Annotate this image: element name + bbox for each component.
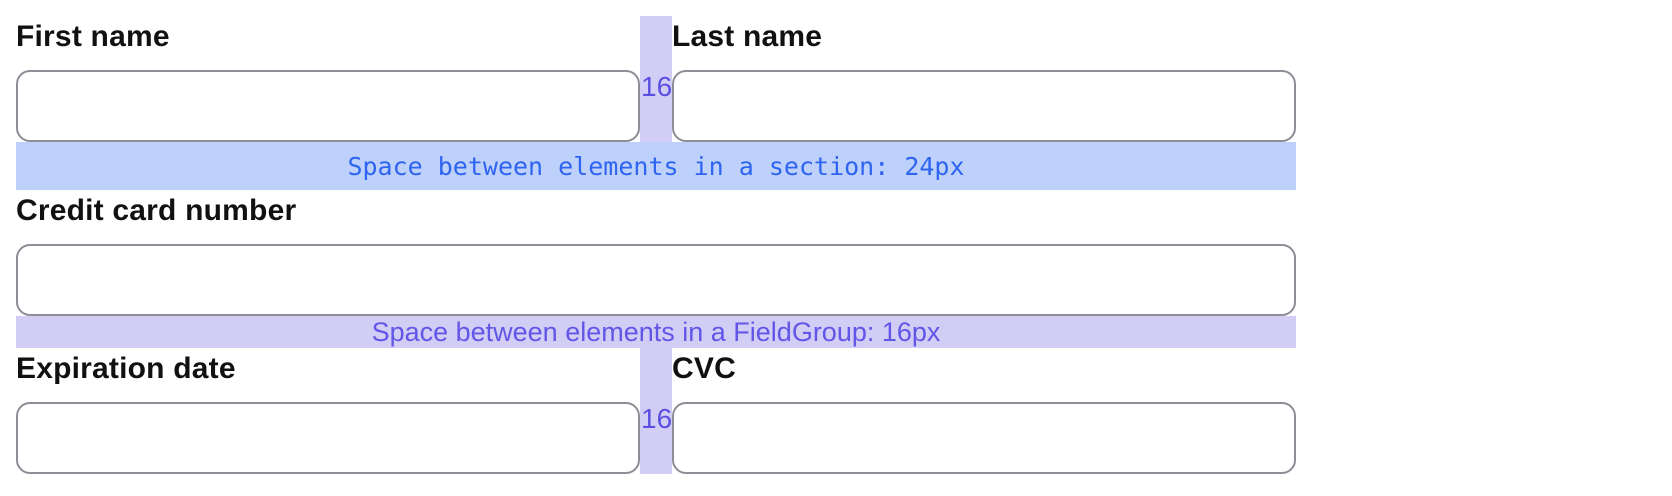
- column-gap-size-label: 16: [641, 403, 673, 434]
- cvc-label: CVC: [672, 352, 736, 385]
- expiration-date-label: Expiration date: [16, 352, 236, 385]
- field-last-name: Last name: [672, 16, 1296, 142]
- first-name-label: First name: [16, 20, 170, 53]
- expiration-date-input[interactable]: [16, 402, 640, 474]
- field-first-name: First name: [16, 16, 640, 142]
- field-card-number: Credit card number: [16, 190, 1296, 316]
- column-gap-band: 16: [640, 348, 672, 474]
- field-expiration-date: Expiration date: [16, 348, 640, 474]
- last-name-label: Last name: [672, 20, 823, 53]
- section-spacing-band: Space between elements in a section: 24p…: [16, 142, 1296, 190]
- card-number-input[interactable]: [16, 244, 1296, 316]
- card-number-label: Credit card number: [16, 194, 297, 227]
- first-name-input[interactable]: [16, 70, 640, 142]
- fieldgroup-spacing-band: Space between elements in a FieldGroup: …: [16, 316, 1296, 348]
- form-content: First name 16 Last name Space between el…: [16, 16, 1296, 474]
- name-field-row: First name 16 Last name: [16, 16, 1296, 142]
- last-name-input[interactable]: [672, 70, 1296, 142]
- field-cvc: CVC: [672, 348, 1296, 474]
- fieldgroup-spacing-label: Space between elements in a FieldGroup: …: [371, 316, 941, 347]
- column-gap-band: 16: [640, 16, 672, 142]
- column-gap-size-label: 16: [641, 71, 673, 102]
- section-spacing-label: Space between elements in a section: 24p…: [347, 151, 965, 181]
- card-detail-row: Expiration date 16 CVC: [16, 348, 1296, 474]
- cvc-input[interactable]: [672, 402, 1296, 474]
